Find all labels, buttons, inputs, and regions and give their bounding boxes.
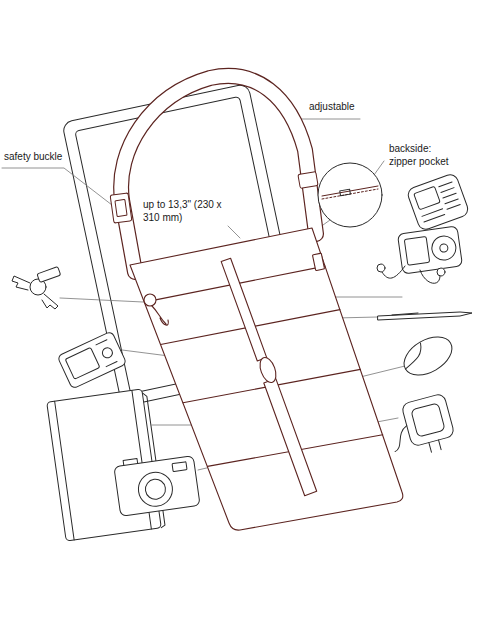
mouse	[397, 329, 458, 383]
callout-label: backside: zipper pocket	[388, 142, 460, 168]
smartphone	[406, 172, 470, 231]
mp3-player	[398, 226, 463, 274]
mobile-phone	[57, 331, 127, 389]
callout-label: adjustable	[308, 100, 356, 113]
callout-label: safety buckle	[3, 150, 63, 163]
camera	[113, 451, 200, 517]
earphone-cable	[382, 266, 440, 283]
keys	[12, 267, 61, 309]
charger	[384, 393, 458, 461]
callout-label: up to 13,3" (230 x 310 mm)	[142, 198, 236, 224]
zipper-detail	[318, 163, 382, 227]
pen	[378, 312, 472, 320]
